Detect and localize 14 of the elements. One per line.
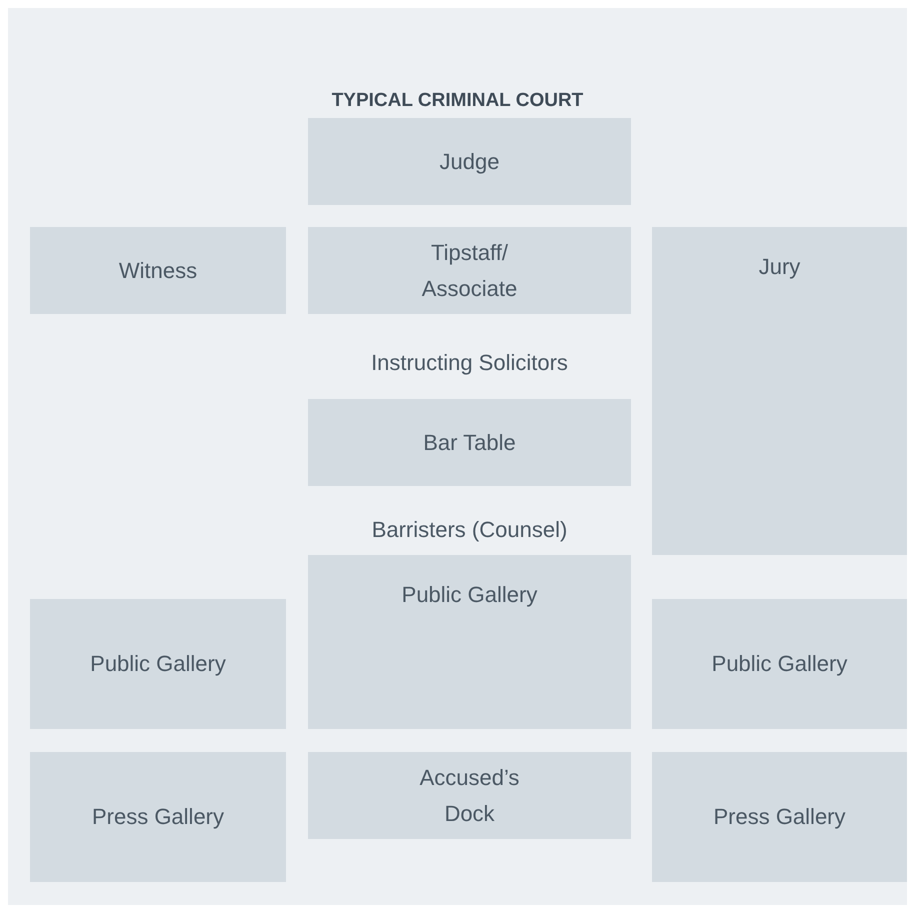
seating-area: Witness	[30, 227, 286, 314]
seating-area: Tipstaff/ Associate	[308, 227, 631, 314]
seating-area: Bar Table	[308, 399, 631, 486]
area-label: Barristers (Counsel)	[370, 516, 568, 544]
seating-area: Public Gallery	[652, 599, 907, 729]
seating-area: Jury	[652, 227, 907, 555]
seating-area: Accused’s Dock	[308, 752, 631, 839]
title: TYPICAL CRIMINAL COURT	[330, 89, 584, 113]
area-label: Instructing Solicitors	[370, 349, 569, 377]
seating-area: Public Gallery	[308, 555, 631, 729]
seating-area: Press Gallery	[30, 752, 286, 882]
seating-area: Judge	[308, 118, 631, 205]
seating-area: Press Gallery	[652, 752, 907, 882]
seating-area: Public Gallery	[30, 599, 286, 729]
